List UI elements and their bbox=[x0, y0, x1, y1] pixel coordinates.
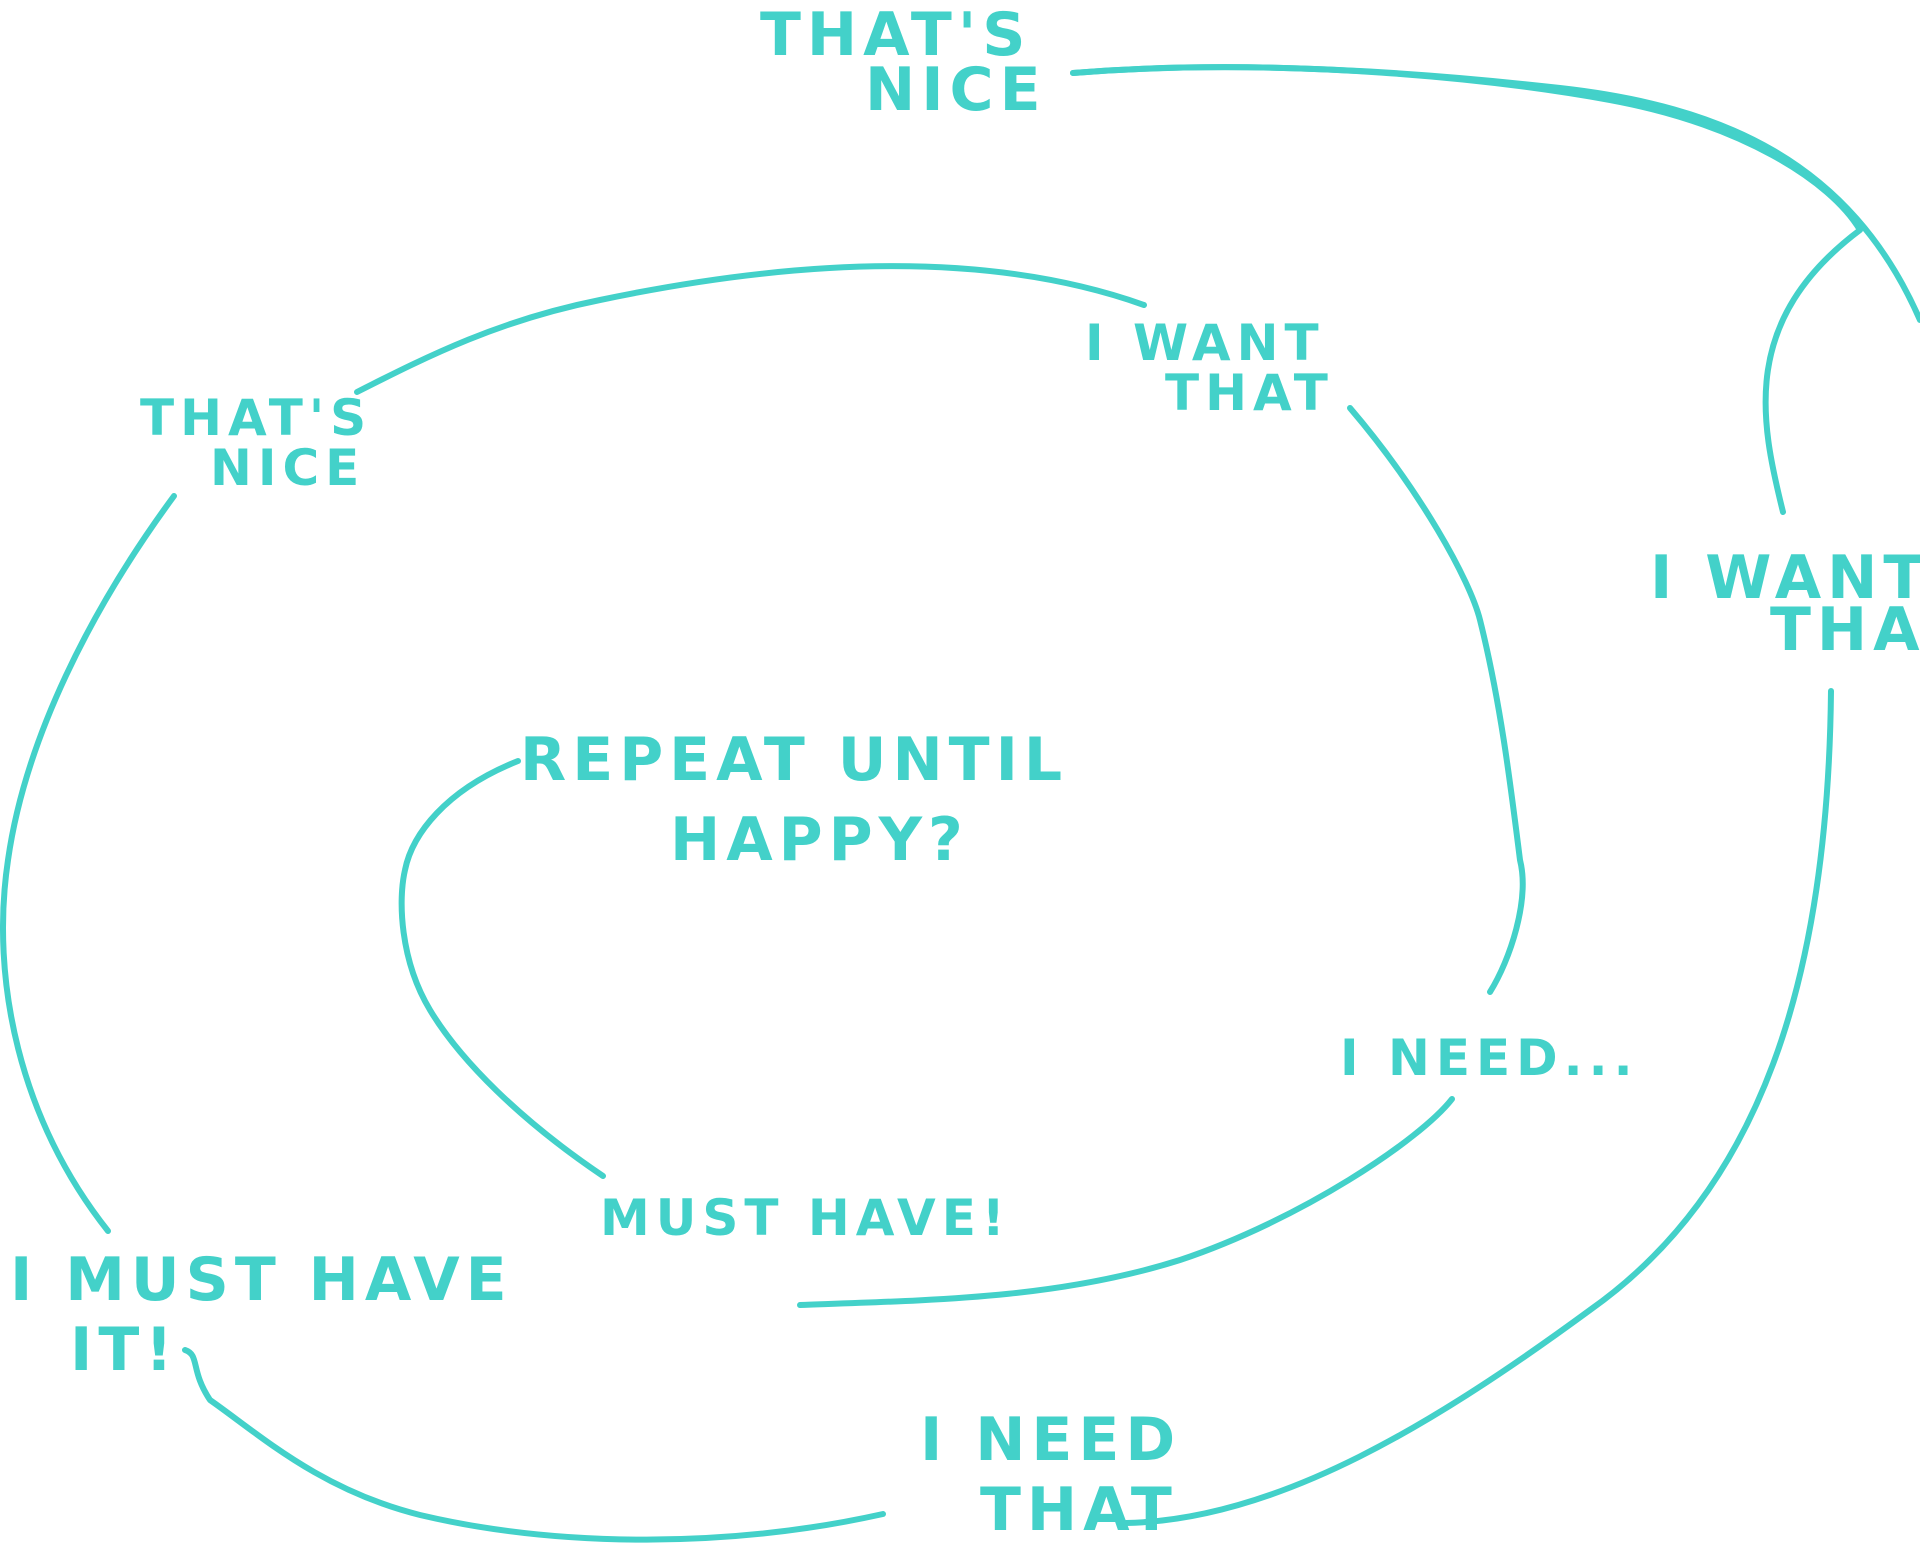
outer-label-top-line2: NICE bbox=[865, 55, 1047, 125]
center-label-line2: HAPPY? bbox=[670, 805, 969, 875]
outer-path-1 bbox=[1070, 64, 1863, 515]
outer-label-left-line2: IT! bbox=[70, 1315, 179, 1385]
inner-label-top-right-line2: THAT bbox=[1165, 364, 1334, 422]
inner-label-bottom: MUST HAVE! bbox=[600, 1189, 1011, 1247]
inner-label-top-left-line1: THAT'S bbox=[140, 389, 372, 447]
center-label-line1: REPEAT UNTIL bbox=[520, 725, 1068, 795]
inner-label-top-left-line2: NICE bbox=[210, 439, 365, 497]
inner-label-top-right-line1: I WANT bbox=[1085, 314, 1325, 372]
outer-label-bottom-line1: I NEED bbox=[920, 1405, 1181, 1475]
outer-label-bottom-line2: THAT bbox=[980, 1475, 1178, 1545]
outer-label-right-line2: THAT bbox=[1770, 595, 1920, 665]
outer-label-right-line1: I WANT bbox=[1650, 543, 1920, 613]
inner-path-1 bbox=[354, 263, 1147, 395]
inner-path-3 bbox=[797, 1096, 1455, 1308]
inner-path-2 bbox=[1347, 405, 1526, 995]
inner-label-right: I NEED... bbox=[1340, 1029, 1639, 1087]
inner-path-4 bbox=[398, 758, 606, 1179]
outer-label-left-line1: I MUST HAVE bbox=[10, 1245, 513, 1315]
outer-arrow-top-to-right bbox=[1070, 64, 1920, 323]
outer-path-3 bbox=[182, 1347, 886, 1543]
outer-label-top-line1: THAT'S bbox=[760, 0, 1031, 70]
outer-path-2 bbox=[1123, 688, 1834, 1526]
outer-path-4 bbox=[0, 493, 177, 1234]
